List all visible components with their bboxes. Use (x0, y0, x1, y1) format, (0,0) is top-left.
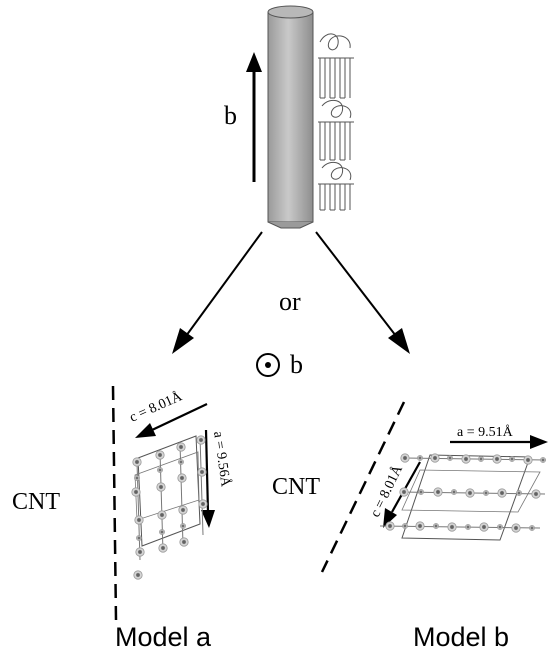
b-axis-label: b (224, 101, 237, 130)
model-b-cnt-wall (320, 401, 406, 573)
out-of-plane-icon (256, 353, 280, 377)
model-b-c-arrow (383, 461, 421, 528)
model-a-cnt-wall (111, 385, 118, 621)
model-a-c-label: c = 8.01Å (127, 388, 185, 426)
model-a-a-arrow (201, 429, 215, 528)
model-b-title: Model b (413, 622, 509, 652)
model-b-a-label: a = 9.51Å (457, 424, 514, 440)
model-a-title: Model a (115, 622, 212, 652)
model-b-a-arrow (450, 435, 548, 449)
model-a-unit-cell (134, 435, 201, 547)
view-axis-label: b (290, 350, 303, 379)
polymer-chains-icon (318, 33, 354, 211)
left-branch-arrow (172, 231, 263, 354)
right-branch-arrow (315, 231, 410, 354)
model-b-atoms (379, 453, 547, 533)
or-label: or (279, 287, 301, 316)
b-axis-arrow (246, 52, 262, 182)
model-a-cnt-label: CNT (12, 489, 60, 515)
model-a-atoms (131, 435, 208, 580)
model-a-c-arrow (135, 403, 208, 438)
model-a-a-label: a = 9.56Å (210, 430, 234, 488)
model-b-cnt-label: CNT (272, 474, 320, 500)
carbon-nanotube (267, 5, 314, 229)
